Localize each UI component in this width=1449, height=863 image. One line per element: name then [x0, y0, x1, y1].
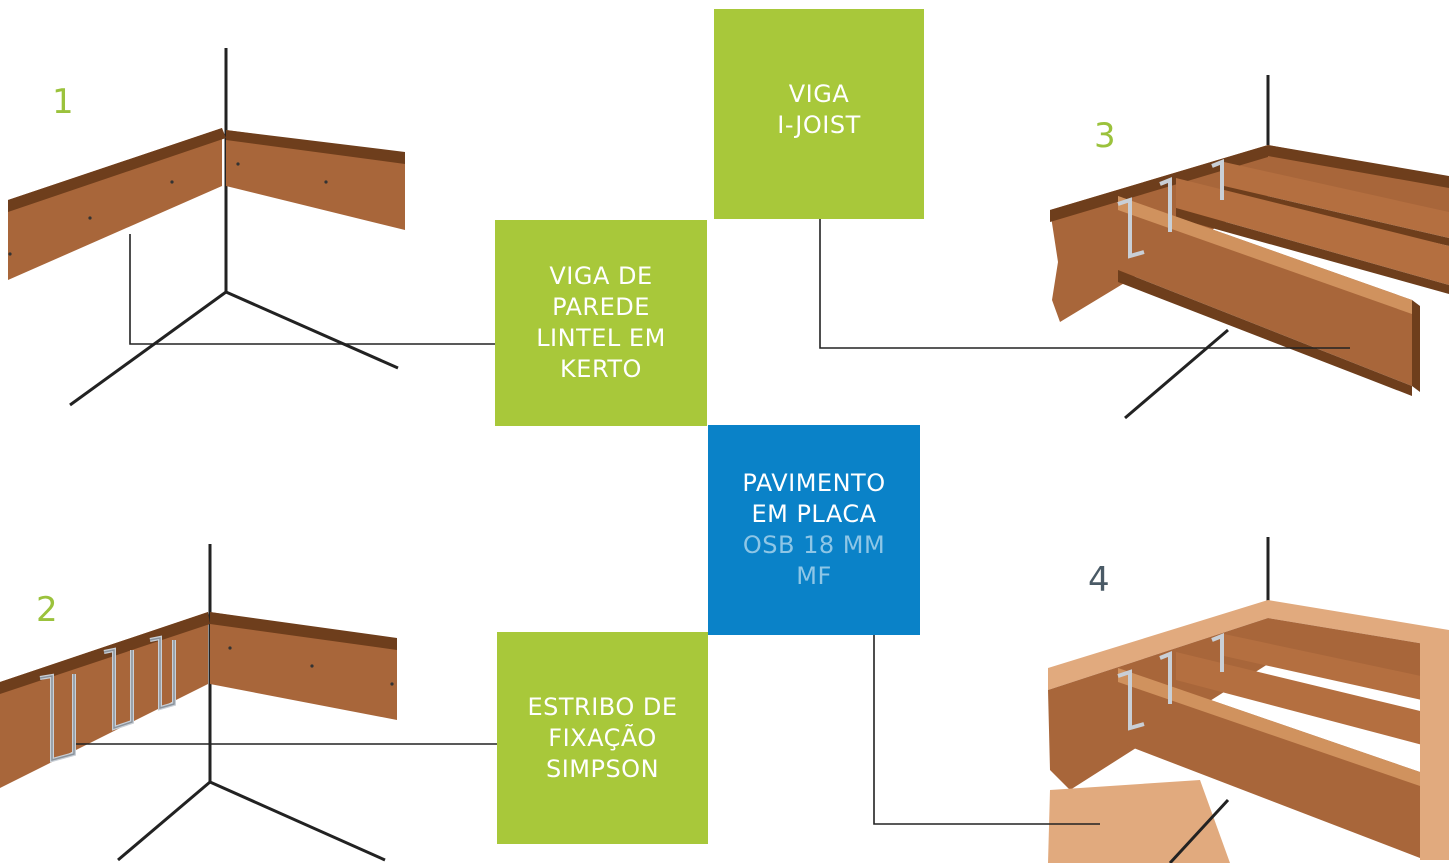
label-viga-parede-line-1: VIGA DE	[549, 262, 653, 290]
label-viga-parede-line-3: LINTEL EM	[536, 324, 666, 352]
label-viga-ijoist: VIGA I-JOIST	[714, 9, 924, 219]
panel-2-hangers-illustration	[0, 544, 397, 862]
panel-4-osb-floor-illustration	[1048, 537, 1449, 863]
panel-3-ijoist-illustration	[1050, 75, 1449, 420]
label-pavimento-highlight-line-1: OSB 18 MM	[742, 531, 886, 559]
step-number-1: 1	[52, 82, 74, 122]
label-viga-ijoist-line-2: I-JOIST	[777, 111, 861, 139]
leader-line-ijoist	[819, 168, 1350, 349]
step-number-2: 2	[36, 590, 58, 630]
label-pavimento-osb: PAVIMENTO EM PLACA OSB 18 MM MF	[708, 425, 920, 635]
label-viga-parede-line-4: KERTO	[560, 355, 642, 383]
leader-lines	[76, 168, 1350, 825]
label-pavimento-line-1: PAVIMENTO	[742, 469, 886, 497]
panel-1-lintel-illustration	[8, 48, 405, 407]
label-pavimento-line-2: EM PLACA	[751, 500, 877, 528]
step-number-4: 4	[1088, 560, 1110, 600]
label-estribo-line-3: SIMPSON	[545, 754, 660, 783]
label-estribo-line-2: FIXAÇÃO	[548, 723, 657, 752]
leader-line-pavimento	[873, 608, 1100, 825]
label-estribo-line-1: ESTRIBO DE	[527, 692, 678, 721]
leader-line-viga-parede	[129, 234, 518, 345]
label-pavimento-highlight-line-2: MF	[796, 562, 832, 590]
label-estribo-simpson: ESTRIBO DE FIXAÇÃO SIMPSON	[497, 632, 708, 844]
label-viga-ijoist-line-1: VIGA	[788, 80, 850, 108]
label-viga-parede-line-2: PAREDE	[552, 293, 650, 321]
label-viga-parede: VIGA DE PAREDE LINTEL EM KERTO	[495, 220, 707, 426]
step-number-3: 3	[1094, 116, 1116, 156]
